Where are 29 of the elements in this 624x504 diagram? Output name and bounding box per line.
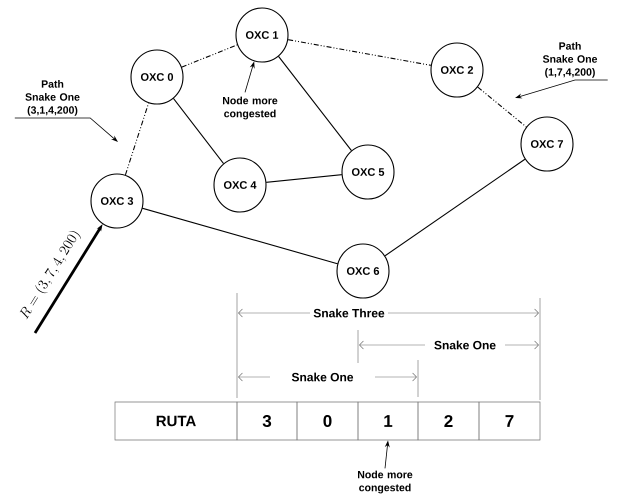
table-cell: 2 — [418, 402, 480, 440]
network-link — [266, 174, 342, 183]
table-cell: 7 — [478, 402, 540, 440]
network-link — [142, 208, 338, 264]
dimension-label: Snake One — [434, 340, 496, 350]
oxc-node: OXC 1 — [235, 7, 289, 63]
dimension-label: Snake One — [292, 372, 354, 382]
callout-text: Path Snake One (1,7,4,200) — [542, 42, 598, 78]
network-link — [384, 158, 526, 256]
callout-text: Node more congested — [223, 96, 278, 120]
callout-text: Node more congested — [358, 470, 412, 494]
oxc-node: OXC 5 — [341, 144, 395, 200]
network-link — [182, 44, 238, 68]
table-cell: 1 — [358, 402, 418, 440]
callout-text: Path Snake One (3,1,4,200) — [25, 80, 80, 116]
network-link — [477, 86, 527, 128]
oxc-node: OXC 7 — [520, 116, 574, 172]
network-link — [173, 98, 224, 164]
network-link — [288, 39, 431, 66]
oxc-node: OXC 6 — [336, 243, 390, 299]
table-cell: RUTA — [114, 402, 238, 440]
oxc-node: OXC 0 — [130, 49, 184, 105]
network-link — [278, 56, 352, 151]
oxc-node: OXC 4 — [213, 157, 267, 213]
table-cell: 3 — [236, 402, 298, 440]
oxc-node: OXC 2 — [430, 42, 484, 98]
network-link — [124, 102, 150, 176]
table-cell: 0 — [296, 402, 358, 440]
oxc-node: OXC 3 — [90, 173, 144, 229]
